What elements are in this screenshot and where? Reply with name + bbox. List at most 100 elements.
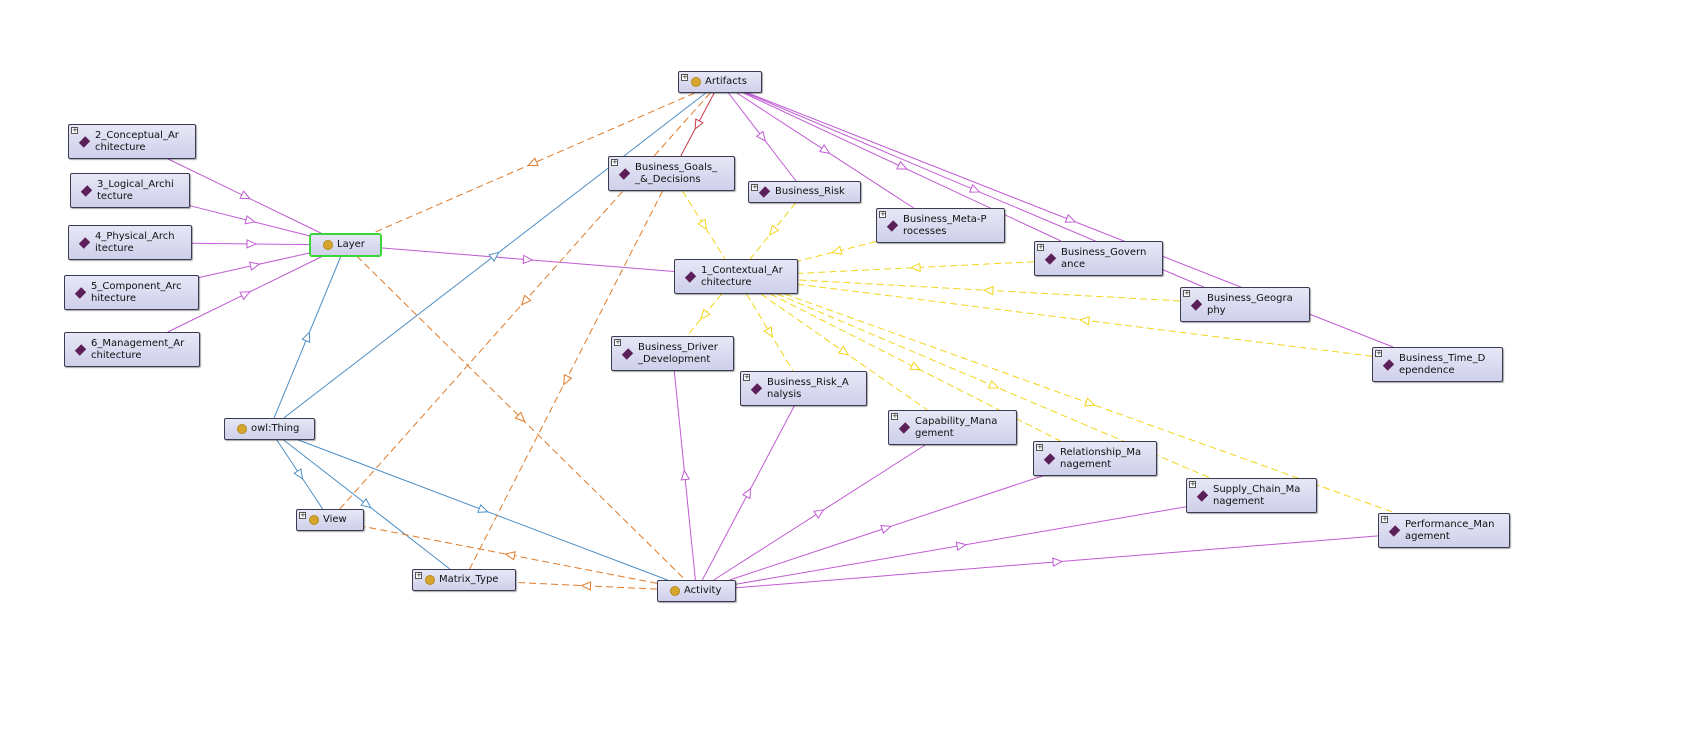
node-supply-chain-management[interactable]: + Supply_Chain_Ma nagement [1186,478,1317,513]
individual-diamond-icon [1044,252,1057,265]
individual-diamond-icon [684,270,697,283]
node-layer[interactable]: Layer [310,234,381,256]
individual-diamond-icon [621,347,634,360]
edge-arrow-icon [580,581,592,591]
expand-toggle-icon[interactable]: + [71,126,78,134]
node-label: Relationship_Ma nagement [1060,446,1142,470]
class-circle-icon [425,575,435,585]
edge-arrow-icon [830,245,843,255]
edge-arrow-icon [563,373,573,386]
node-label: Activity [684,585,722,596]
node-logical-architecture[interactable]: 3_Logical_Archi tecture [70,173,190,208]
expand-toggle-icon[interactable]: + [1189,480,1196,488]
edge-arrow-icon [694,118,704,131]
node-business-goals-decisions[interactable]: +Business_Goals_ _&_Decisions [608,156,735,191]
node-business-meta-processes[interactable]: + Business_Meta-P rocesses [876,208,1005,243]
node-matrix-type[interactable]: + Matrix_Type [412,569,516,591]
node-contextual-architecture[interactable]: 1_Contextual_Ar chitecture [674,259,798,294]
individual-diamond-icon [74,343,87,356]
node-label: 5_Component_Arc hitecture [91,280,182,304]
node-label: Business_Risk [775,186,845,197]
edge-arrow-icon [880,524,892,534]
individual-diamond-icon [78,135,91,148]
class-circle-icon [691,77,701,87]
node-label: Business_Driver _Development [638,341,718,365]
expand-toggle-icon[interactable]: + [891,412,898,420]
node-business-time-dependence[interactable]: +Business_Time_D ependence [1372,347,1503,382]
edge-goals-contextual [682,190,726,260]
node-label: 1_Contextual_Ar chitecture [701,264,783,288]
edge-arrow-icon [982,285,994,296]
edge-arrow-icon [246,239,258,249]
expand-toggle-icon[interactable]: + [1183,289,1190,297]
edge-arrow-icon [1078,316,1091,326]
node-owl-thing[interactable]: owl:Thing [224,418,315,440]
node-relationship-management[interactable]: + Relationship_Ma nagement [1033,441,1157,476]
node-label: Supply_Chain_Ma nagement [1213,483,1301,507]
node-label: Business_Meta-P rocesses [903,213,987,237]
edge-arrow-icon [700,308,711,320]
edge-arrow-icon [514,411,526,423]
edge-arrow-icon [522,254,534,265]
node-performance-management[interactable]: + Performance_Man agement [1378,513,1510,548]
node-business-driver-development[interactable]: + Business_Driver _Development [611,336,734,371]
edge-metap-contextual [797,241,877,262]
edge-arrow-icon [909,262,921,273]
edge-arrow-icon [680,469,691,481]
individual-diamond-icon [886,219,899,232]
individual-diamond-icon [1190,298,1203,311]
individual-diamond-icon [78,236,91,249]
node-artifacts[interactable]: + Artifacts [678,71,762,93]
edge-arrow-icon [239,190,252,200]
node-label: 6_Management_Ar chitecture [91,337,185,361]
node-management-architecture[interactable]: 6_Management_Ar chitecture [64,332,200,367]
node-conceptual-architecture[interactable]: +2_Conceptual_Ar chitecture [68,124,196,159]
individual-diamond-icon [1196,489,1209,502]
edge-arrow-icon [818,144,831,154]
node-view[interactable]: +View [296,509,364,531]
node-label: 3_Logical_Archi tecture [97,178,174,202]
node-business-risk[interactable]: + Business_Risk [748,181,861,203]
node-business-governance[interactable]: +Business_Govern ance [1034,241,1163,276]
edge-arrow-icon [968,183,981,193]
expand-toggle-icon[interactable]: + [415,571,422,579]
expand-toggle-icon[interactable]: + [1037,243,1044,251]
node-label: 2_Conceptual_Ar chitecture [95,129,179,153]
node-label: Business_Risk_A nalysis [767,376,849,400]
class-circle-icon [323,240,333,250]
edge-governance-contextual [797,261,1035,274]
expand-toggle-icon[interactable]: + [1375,349,1382,357]
individual-diamond-icon [758,186,771,198]
expand-toggle-icon[interactable]: + [879,210,886,218]
node-business-geography[interactable]: +Business_Geogra phy [1180,287,1310,322]
expand-toggle-icon[interactable]: + [611,158,618,166]
edge-arrow-icon [813,509,825,519]
edge-arrow-icon [239,291,251,301]
expand-toggle-icon[interactable]: + [299,511,306,519]
node-capability-management[interactable]: +Capability_Mana gement [888,410,1017,445]
node-physical-architecture[interactable]: 4_Physical_Arch itecture [68,225,192,260]
node-component-architecture[interactable]: 5_Component_Arc hitecture [64,275,199,310]
individual-diamond-icon [74,286,87,299]
individual-diamond-icon [80,184,93,197]
expand-toggle-icon[interactable]: + [1381,515,1388,523]
edge-arrow-icon [837,345,850,356]
expand-toggle-icon[interactable]: + [751,183,758,191]
expand-toggle-icon[interactable]: + [743,373,750,381]
node-label: Performance_Man agement [1405,518,1495,542]
edge-arrow-icon [896,160,908,170]
edge-arrow-icon [244,215,257,225]
node-label: Artifacts [705,76,747,87]
node-activity[interactable]: Activity [657,580,736,602]
individual-diamond-icon [1043,452,1056,465]
expand-toggle-icon[interactable]: + [1036,443,1043,451]
node-label: Matrix_Type [439,574,499,585]
expand-toggle-icon[interactable]: + [614,338,621,346]
expand-toggle-icon[interactable]: + [681,73,688,81]
edge-arrow-icon [768,224,780,236]
individual-diamond-icon [1382,358,1395,371]
edge-arrow-icon [955,541,968,551]
node-business-risk-analysis[interactable]: + Business_Risk_A nalysis [740,371,867,406]
edge-arrow-icon [697,218,708,231]
edge-arrow-icon [1052,557,1064,567]
